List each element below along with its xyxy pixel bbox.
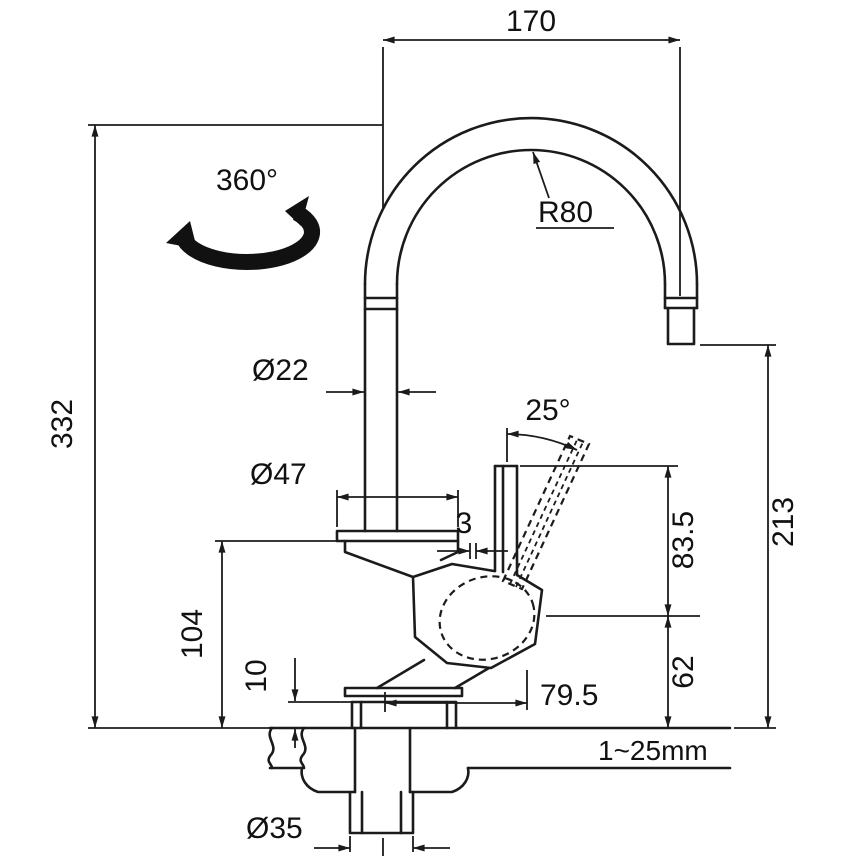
handle-tilted-hatch: [509, 439, 578, 585]
dim-label-spout-reach: 170: [506, 5, 556, 38]
body-upper-right-taper: [439, 539, 460, 562]
horseshoe-washer-left: [300, 766, 357, 794]
shank-nut-block: [348, 790, 415, 835]
countertop-section: [267, 726, 732, 770]
flange: [335, 529, 460, 543]
spout-inner-arc: [395, 148, 667, 286]
horseshoe-washer-right: [408, 766, 470, 794]
dim-label-base-lip-height: 10: [240, 659, 273, 692]
dim-label-handle-to-mid: 83.5: [667, 511, 700, 569]
dim-label-handle-reach: 79.5: [540, 679, 598, 712]
dimension-labels: 170 360° R80 Ø22 332 25° Ø47 3 104 83.5 …: [46, 5, 800, 845]
mounting-hardware: [300, 726, 470, 856]
dim-label-mid-to-deck: 62: [667, 655, 700, 688]
dim-arc-handle-angle: [506, 430, 578, 451]
swivel-arrowhead-right: [285, 196, 309, 226]
base-flange: [343, 686, 464, 698]
handle-tilted-hatch: [515, 441, 584, 588]
dim-label-spout-radius: R80: [538, 196, 593, 229]
dim-label-handle-gap: 3: [456, 507, 473, 540]
dim-label-shank-diameter: Ø35: [246, 812, 303, 845]
dim-label-handle-angle: 25°: [525, 394, 570, 427]
body-lower-right-taper: [453, 666, 491, 690]
dim-label-swivel-range: 360°: [216, 164, 278, 197]
dimension-lines: [91, 36, 772, 852]
handle-tilted-phantom: [501, 434, 591, 591]
aerator-tip: [666, 306, 696, 346]
dim-label-overall-height: 332: [46, 399, 79, 449]
swivel-arrow-band: [175, 205, 320, 270]
faucet-outline: [335, 116, 699, 730]
dim-label-flange-diameter: Ø47: [250, 458, 307, 491]
radius-leader-line: [532, 151, 550, 199]
dim-label-deck-thickness: 1~25mm: [598, 735, 708, 766]
swivel-arrowhead-left: [166, 221, 197, 249]
counter-break-line: [299, 726, 307, 770]
dim-label-pipe-diameter: Ø22: [252, 354, 309, 387]
counter-break-line: [267, 726, 275, 770]
mixer-housing: [411, 562, 544, 670]
cartridge-ball-hidden: [438, 575, 536, 661]
swivel-arrow: [166, 196, 320, 270]
body-upper-left-taper: [343, 539, 415, 579]
dim-label-body-height: 104: [176, 609, 209, 659]
dim-label-outlet-height: 213: [767, 497, 800, 547]
spout-outer-arc: [363, 116, 699, 286]
extension-lines: [88, 47, 776, 852]
body-lower-left-taper: [375, 658, 426, 690]
